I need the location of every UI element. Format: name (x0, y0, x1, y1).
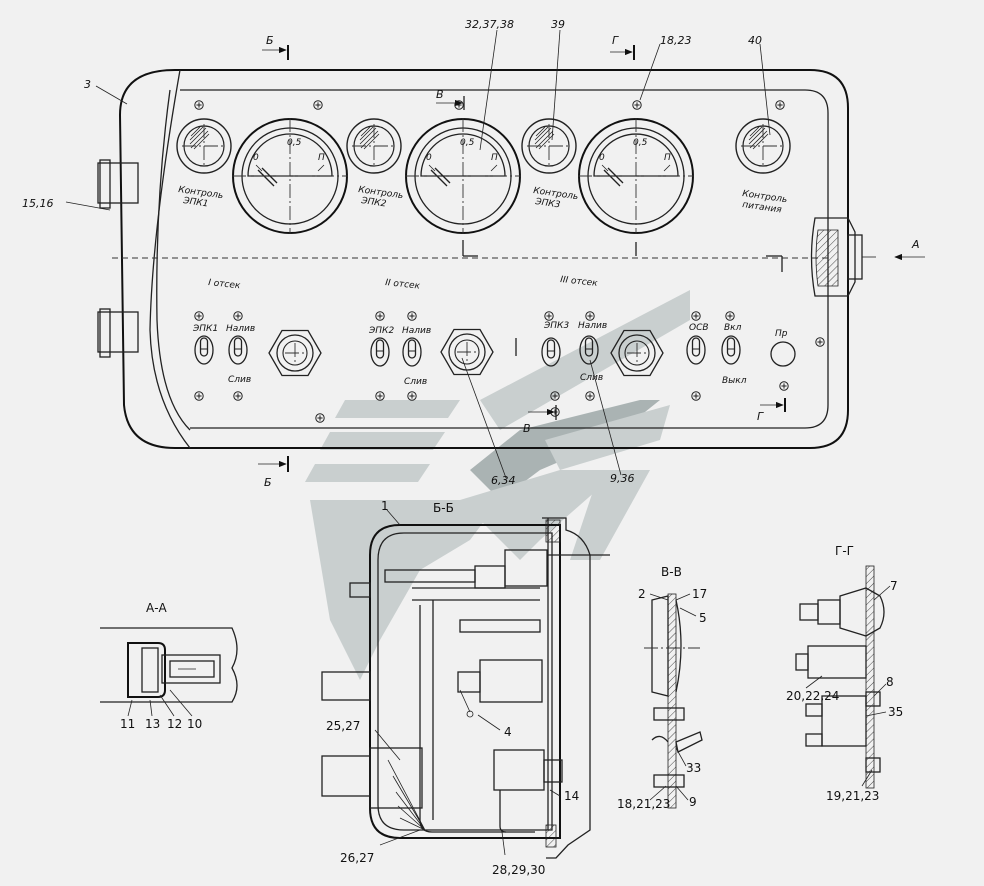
panel-labels: Контроль ЭПК1 Контроль ЭПК2 Контроль ЭПК… (178, 138, 788, 387)
callout-9: 9 (689, 795, 697, 809)
gauge-1-max: П (318, 153, 325, 163)
callout-1: 1 (381, 499, 389, 513)
label-control-epk1-line2: ЭПК1 (182, 196, 209, 210)
callout-10: 10 (187, 717, 202, 731)
control-panel-front-view (97, 69, 876, 449)
gauge-3-min: 0 (599, 153, 605, 163)
section-title-bb: Б-Б (433, 501, 454, 515)
gauge-2-mid: 0,5 (460, 138, 475, 148)
section-gg: Г-Г 7 20,22,24 8 35 19,21,23 (786, 544, 903, 803)
callout-18-23: 18,23 (660, 34, 692, 47)
callout-39: 39 (551, 18, 565, 31)
section-title-aa: А-А (146, 601, 168, 615)
watermark-logo (305, 290, 690, 680)
label-sw-pr: Пр (775, 329, 788, 339)
section-mark-g-top: Г (612, 34, 619, 47)
callout-5: 5 (699, 611, 707, 625)
callout-2: 2 (638, 587, 646, 601)
label-sw-epk3: ЭПК3 (543, 321, 569, 331)
callout-6-34: 6,34 (491, 474, 516, 487)
section-vv: В-В 2 17 5 33 18,21,23 9 (617, 565, 707, 811)
label-compartment-1: I отсек (208, 278, 242, 291)
callout-40: 40 (748, 34, 762, 47)
section-mark-g-bottom: Г (757, 410, 764, 423)
section-title-gg: Г-Г (835, 544, 854, 558)
section-bb: Б-Б 1 4 25,27 26,27 (321, 499, 610, 877)
label-sw-naliv-3: Налив (578, 321, 607, 331)
gauge-2 (405, 118, 521, 234)
gauge-3 (578, 118, 694, 234)
section-aa: А-А 11 13 12 10 (100, 601, 238, 731)
callout-15-16: 15,16 (22, 197, 54, 210)
callout-13: 13 (145, 717, 160, 731)
callout-28-29-30: 28,29,30 (492, 863, 545, 877)
callout-12: 12 (167, 717, 182, 731)
gauge-3-max: П (664, 153, 671, 163)
gauge-2-min: 0 (426, 153, 432, 163)
gauge-1-min: 0 (253, 153, 259, 163)
callout-32-37-38: 32,37,38 (465, 18, 514, 31)
callout-7: 7 (890, 579, 898, 593)
label-sw-epk2: ЭПК2 (368, 326, 394, 336)
callout-17: 17 (692, 587, 707, 601)
label-sw-epk1: ЭПК1 (192, 324, 218, 334)
gauge-3-mid: 0,5 (633, 138, 648, 148)
label-control-epk3-line2: ЭПК3 (534, 197, 562, 211)
callout-4: 4 (504, 725, 512, 739)
label-compartment-3: III отсек (560, 275, 599, 289)
callout-33: 33 (686, 761, 701, 775)
label-sw-sliv-1: Слив (228, 375, 251, 385)
gauge-2-max: П (491, 153, 498, 163)
label-sw-vkl: Вкл (724, 323, 742, 333)
label-sw-naliv-1: Налив (226, 324, 255, 334)
section-mark-b-bottom: Б (264, 476, 272, 489)
gauge-1 (232, 118, 348, 234)
label-compartment-2: II отсек (385, 278, 421, 292)
label-sw-ocv: ОСВ (689, 323, 709, 333)
section-mark-v-top: В (436, 88, 444, 101)
label-sw-sliv-2: Слив (404, 377, 427, 387)
callout-9-36: 9,36 (610, 472, 635, 485)
callout-3: 3 (84, 78, 91, 91)
section-title-vv: В-В (661, 565, 682, 579)
label-control-epk2-line2: ЭПК2 (360, 196, 388, 210)
callout-19-21-23: 19,21,23 (826, 789, 879, 803)
label-sw-vykl: Выкл (722, 376, 747, 386)
section-mark-b-top: Б (266, 34, 274, 47)
callout-11: 11 (120, 717, 135, 731)
callout-35: 35 (888, 705, 903, 719)
callout-20-22-24: 20,22,24 (786, 689, 839, 703)
section-mark-a: А (911, 238, 920, 251)
top-view-annotations: Б Б В В Г Г А 3 15,16 32,37,38 39 18,23 … (22, 18, 925, 489)
callout-14: 14 (564, 789, 579, 803)
callout-8: 8 (886, 675, 894, 689)
label-sw-sliv-3: Слив (580, 373, 603, 383)
callout-26-27: 26,27 (340, 851, 374, 865)
section-mark-v-bottom: В (523, 422, 531, 435)
gauge-1-mid: 0,5 (287, 138, 302, 148)
label-sw-naliv-2: Налив (402, 326, 431, 336)
callout-25-27: 25,27 (326, 719, 360, 733)
callout-18-21-23: 18,21,23 (617, 797, 670, 811)
